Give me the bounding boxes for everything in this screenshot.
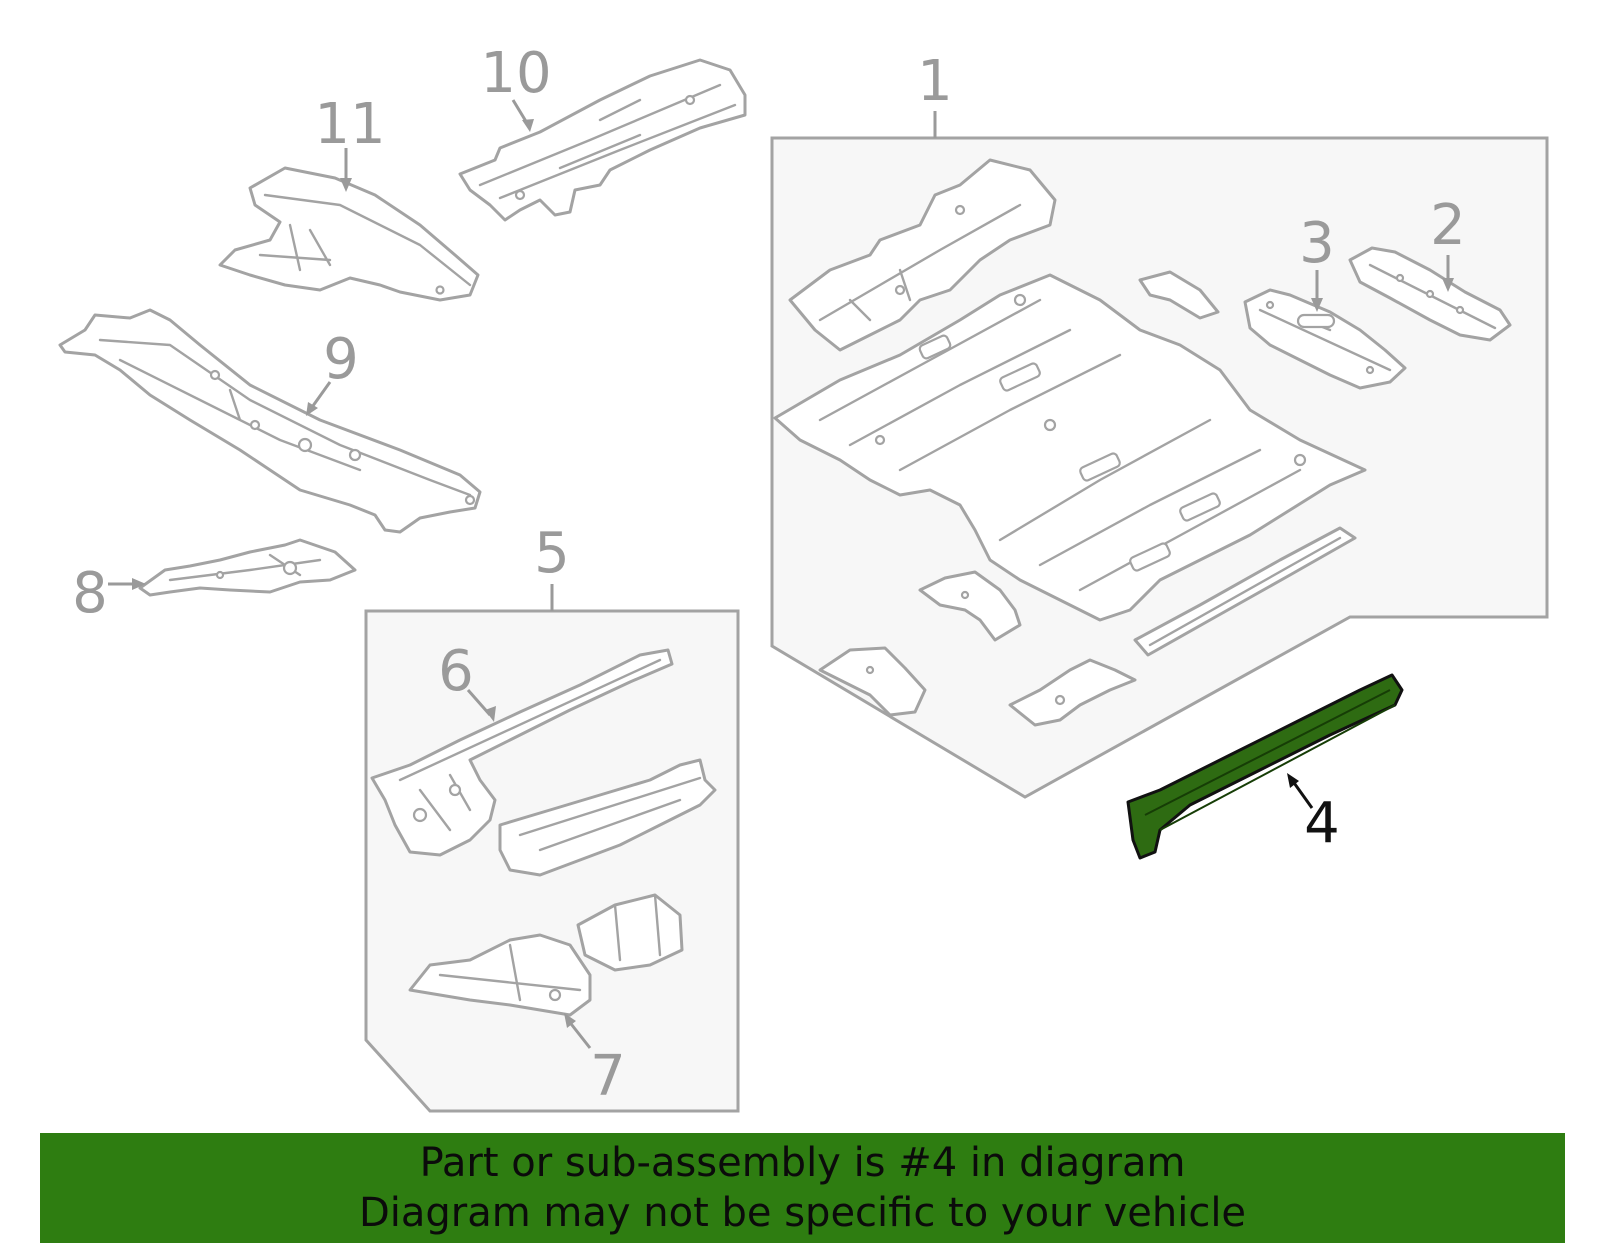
part-1-floor-pan xyxy=(773,273,1367,622)
callout-8: 8 xyxy=(72,561,108,626)
part-1-bracket-c xyxy=(818,646,927,717)
callout-2: 2 xyxy=(1430,193,1466,258)
info-banner: Part or sub-assembly is #4 in diagram Di… xyxy=(40,1133,1565,1243)
callout-4: 4 xyxy=(1304,791,1340,856)
part-4-highlighted[interactable] xyxy=(1126,673,1404,860)
part-11[interactable] xyxy=(218,166,480,302)
leader-4 xyxy=(1290,779,1314,809)
callout-11: 11 xyxy=(314,92,385,157)
part-1-bracket-a xyxy=(1138,270,1220,320)
part-5-rail-section xyxy=(498,758,717,877)
callout-6: 6 xyxy=(438,639,474,704)
part-1-rail xyxy=(1133,526,1357,657)
callout-3: 3 xyxy=(1299,211,1335,276)
part-1-bracket-b xyxy=(918,570,1022,642)
part-2[interactable] xyxy=(1348,246,1512,342)
banner-line-1: Part or sub-assembly is #4 in diagram xyxy=(419,1140,1186,1186)
callout-1: 1 xyxy=(917,49,953,114)
callout-7: 7 xyxy=(590,1044,626,1109)
part-1-floor-front-section xyxy=(788,158,1057,352)
callout-10: 10 xyxy=(480,41,551,106)
callout-5: 5 xyxy=(534,521,570,586)
part-10[interactable] xyxy=(458,58,747,222)
part-9[interactable] xyxy=(58,308,482,534)
banner-line-2: Diagram may not be specific to your vehi… xyxy=(358,1190,1247,1236)
part-5-bracket-section xyxy=(576,893,684,972)
callout-9: 9 xyxy=(323,327,359,392)
part-7[interactable] xyxy=(408,933,592,1017)
part-3[interactable] xyxy=(1243,288,1407,390)
leader-7 xyxy=(566,1019,592,1049)
part-8[interactable] xyxy=(138,538,357,597)
part-1-bracket-d xyxy=(1008,658,1137,727)
part-6[interactable] xyxy=(370,648,674,857)
